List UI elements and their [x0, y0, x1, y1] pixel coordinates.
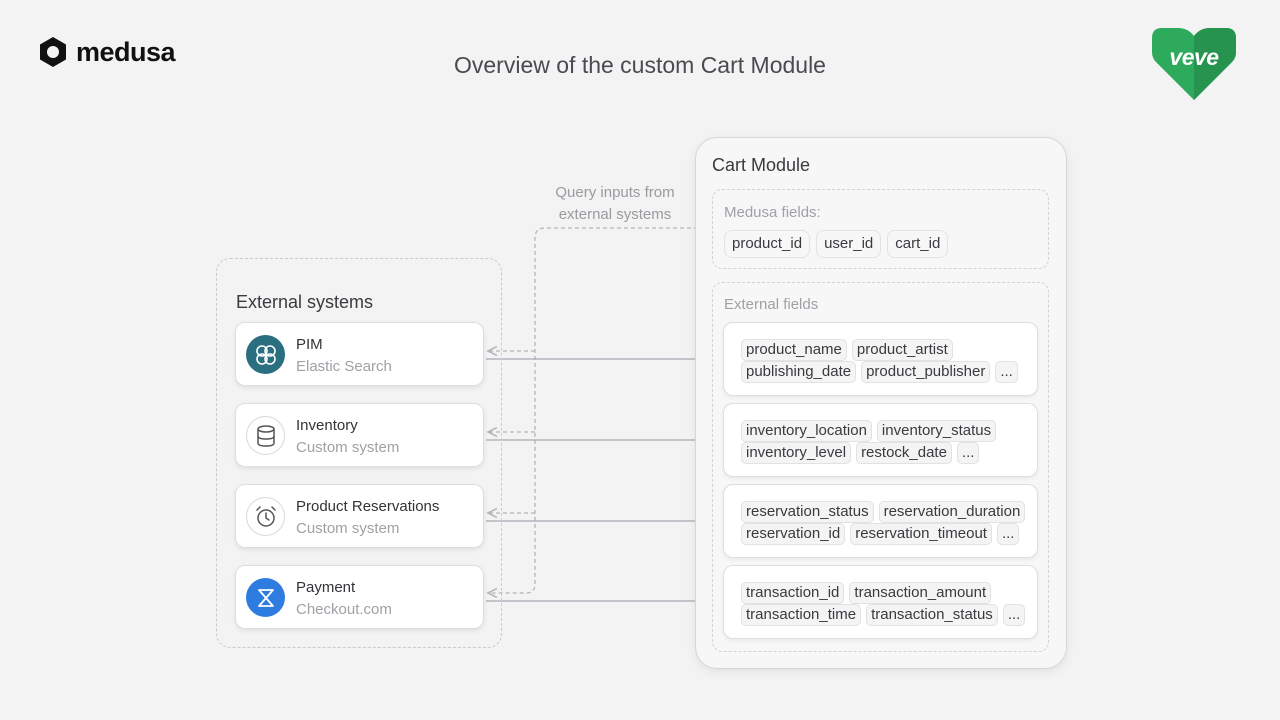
field-chip: inventory_location: [741, 420, 872, 442]
elastic-search-icon: [246, 335, 285, 374]
field-chip: restock_date: [856, 442, 952, 464]
field-group-pim: product_name product_artist publishing_d…: [723, 322, 1038, 396]
field-chip-more: ...: [1002, 604, 1026, 626]
system-subtitle: Checkout.com: [296, 601, 392, 618]
cart-module-title: Cart Module: [712, 155, 811, 175]
page-title: Overview of the custom Cart Module: [454, 52, 826, 78]
field-chip: reservation_duration: [878, 501, 1026, 523]
field-chip: transaction_time: [741, 604, 862, 626]
field-chip: transaction_id: [741, 582, 845, 604]
field-chip: reservation_status: [741, 501, 874, 523]
checkout-icon: [246, 578, 285, 617]
system-subtitle: Custom system: [296, 439, 400, 456]
medusa-hexagon-icon: [40, 37, 66, 67]
field-chip: inventory_level: [741, 442, 852, 464]
field-chip-more: ...: [996, 523, 1020, 545]
veve-logo: [1152, 28, 1236, 100]
field-group-reservations: reservation_status reservation_duration …: [723, 484, 1038, 558]
alarm-clock-icon: [246, 497, 285, 536]
query-inputs-label: Query inputs from external systems: [530, 182, 700, 226]
system-subtitle: Elastic Search: [296, 358, 392, 375]
medusa-logo: medusa: [38, 36, 176, 68]
database-icon: [246, 416, 285, 455]
field-chip: inventory_status: [876, 420, 997, 442]
field-chip: product_id: [724, 230, 811, 258]
field-chip-more: ...: [956, 442, 980, 464]
field-chip-more: ...: [995, 361, 1018, 383]
external-systems-panel: [216, 258, 502, 648]
field-chip: cart_id: [887, 230, 949, 258]
field-chip: reservation_timeout: [850, 523, 992, 545]
system-card-pim: PIM Elastic Search: [235, 322, 484, 386]
system-card-reservations: Product Reservations Custom system: [235, 484, 484, 548]
system-name: Inventory: [296, 417, 358, 434]
system-card-payment: Payment Checkout.com: [235, 565, 484, 629]
external-systems-title: External systems: [236, 292, 374, 312]
medusa-fields-label: Medusa fields:: [724, 204, 821, 221]
system-name: Product Reservations: [296, 498, 440, 515]
medusa-fields-box: [712, 189, 1049, 269]
field-group-payment: transaction_id transaction_amount transa…: [723, 565, 1038, 639]
query-dashed-path: [488, 227, 712, 593]
system-name: PIM: [296, 336, 323, 353]
field-chip: product_name: [741, 339, 847, 361]
query-label-line1: Query inputs from: [555, 184, 675, 201]
field-chip: transaction_amount: [849, 582, 992, 604]
system-name: Payment: [296, 579, 356, 596]
medusa-fields-chips: product_id user_id cart_id: [724, 230, 949, 258]
medusa-brand-text: medusa: [76, 36, 176, 67]
field-group-inventory: inventory_location inventory_status inve…: [723, 403, 1038, 477]
field-chip: user_id: [816, 230, 882, 258]
field-chip: product_publisher: [861, 361, 991, 383]
veve-logo-text: veve: [1169, 44, 1219, 70]
external-fields-box: [712, 282, 1049, 652]
field-chip: transaction_status: [866, 604, 998, 626]
field-chip: publishing_date: [741, 361, 857, 383]
field-chip: product_artist: [851, 339, 953, 361]
query-label-line2: external systems: [558, 206, 672, 223]
system-subtitle: Custom system: [296, 520, 400, 537]
field-chip: reservation_id: [741, 523, 846, 545]
external-fields-label: External fields: [724, 296, 819, 313]
system-card-inventory: Inventory Custom system: [235, 403, 484, 467]
